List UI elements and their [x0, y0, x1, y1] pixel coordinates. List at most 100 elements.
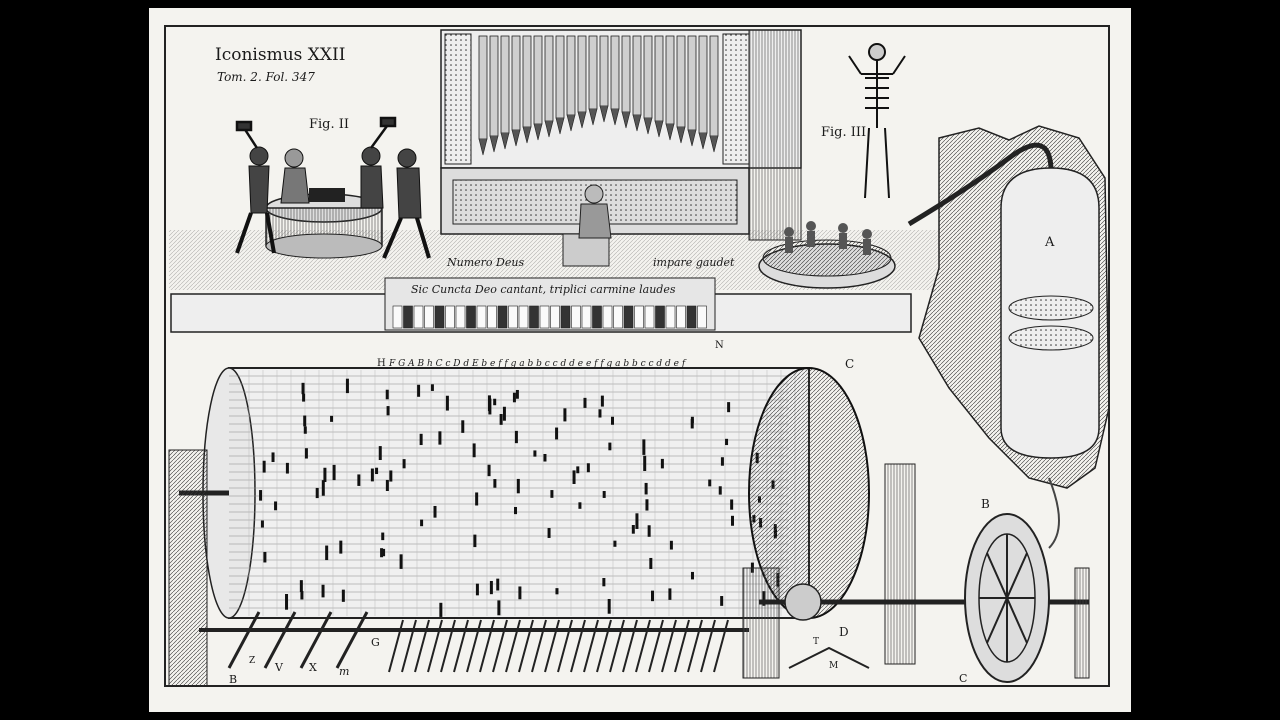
barrel-pin — [285, 593, 289, 610]
barrel-pin — [602, 491, 606, 498]
barrel-pin — [380, 548, 384, 558]
label-c-bottom: C — [959, 672, 967, 685]
label-g: G — [371, 636, 380, 649]
barrel-pin — [259, 490, 263, 501]
barrel-pin — [271, 452, 275, 463]
key-lever — [505, 619, 521, 673]
key-lever — [713, 619, 729, 673]
plate-border — [164, 25, 1110, 687]
barrel-pin — [302, 393, 306, 402]
barrel-pin — [472, 443, 476, 458]
organ-pipe-mouth — [500, 132, 510, 150]
barrel-pin — [647, 525, 651, 537]
barrel-pin — [301, 382, 305, 395]
barrel-pin — [572, 470, 576, 484]
key-lever — [700, 619, 716, 673]
barrel-pin — [668, 588, 672, 600]
banner-right: impare gaudet — [653, 256, 735, 269]
plate-reference: Tom. 2. Fol. 347 — [217, 70, 315, 84]
barrel-pin — [516, 478, 520, 494]
organ-pipe — [709, 35, 719, 137]
barrel-pin — [631, 525, 635, 534]
barrel-pin — [285, 462, 289, 474]
key-lever — [531, 619, 547, 673]
keyboard-key — [529, 305, 539, 329]
barrel-pin — [475, 492, 479, 506]
barrel-pin — [708, 479, 712, 487]
barrel-pin — [660, 458, 664, 469]
barrel-pin — [260, 520, 264, 528]
keyboard-key — [571, 305, 581, 329]
barrel-pin — [720, 596, 724, 606]
barrel-pin — [299, 580, 303, 593]
barrel-pin — [718, 486, 722, 495]
keyboard-key — [403, 305, 413, 329]
organ-pipes — [440, 29, 802, 241]
organ-pipe — [500, 35, 510, 134]
key-lever — [466, 619, 482, 673]
banner-left: Numero Deus — [446, 256, 524, 269]
key-lever — [518, 619, 534, 673]
organ-pipe — [533, 35, 543, 125]
barrel-pin — [550, 490, 554, 498]
barrel-pin — [690, 571, 694, 580]
label-d: D — [839, 625, 849, 639]
barrel-pin — [730, 499, 734, 510]
barrel-pin — [402, 459, 406, 469]
organ-pipe — [489, 35, 499, 137]
keyboard-key — [424, 305, 434, 329]
barrel-pin — [473, 534, 477, 548]
key-lever — [674, 619, 690, 673]
barrel-pin — [330, 415, 334, 422]
barrel-pin — [419, 433, 423, 446]
barrel-pin — [357, 474, 361, 486]
barrel-pin — [345, 378, 349, 394]
water-wheel — [964, 477, 1090, 683]
barrel-pin — [303, 415, 307, 427]
keyboard-key — [665, 305, 676, 329]
barrel-pin — [375, 467, 379, 475]
label-z: Z — [249, 656, 255, 666]
keyboard-key — [676, 305, 686, 329]
key-lever — [440, 619, 456, 673]
barrel-pin — [378, 446, 382, 460]
plate-title: Iconismus XXII — [215, 45, 345, 65]
barrel-pin — [487, 464, 491, 477]
barrel-pin — [578, 502, 582, 509]
key-lever — [622, 619, 638, 673]
organ-pipe — [676, 35, 686, 128]
barrel-pin — [645, 499, 649, 511]
organ-pipe — [577, 35, 587, 113]
barrel-pin — [547, 528, 551, 538]
barrel-pin — [512, 392, 516, 403]
barrel-pin — [576, 466, 580, 474]
barrel-pin — [321, 584, 325, 598]
keyboard-key — [445, 305, 455, 329]
barrel-pin — [420, 519, 424, 527]
key-lever — [401, 619, 417, 673]
keyboard-key — [697, 305, 707, 329]
label-a: A — [1044, 235, 1055, 250]
organ-pipe — [566, 35, 576, 116]
barrel-pin — [487, 395, 491, 412]
organ-pipe — [654, 35, 664, 122]
barrel-pin — [262, 460, 266, 473]
barrel-pin — [502, 406, 506, 421]
label-h: H — [377, 358, 386, 369]
keyboard-key — [413, 305, 424, 329]
organ-pipe — [643, 35, 653, 119]
barrel-pin — [613, 540, 617, 547]
barrel-pin — [607, 598, 611, 614]
organ-pipe-mouth — [632, 114, 642, 132]
barrel-pin — [651, 590, 655, 602]
barrel-pin — [727, 402, 731, 413]
figure-2-label: Fig. II — [309, 117, 349, 132]
organ-pipe — [665, 35, 675, 125]
label-c-top: C — [845, 357, 854, 371]
barrel-pin — [325, 545, 329, 561]
barrel-pin — [730, 515, 734, 526]
organ-pipe-mouth — [610, 108, 620, 126]
key-lever — [687, 619, 703, 673]
barrel-pin — [386, 406, 390, 416]
